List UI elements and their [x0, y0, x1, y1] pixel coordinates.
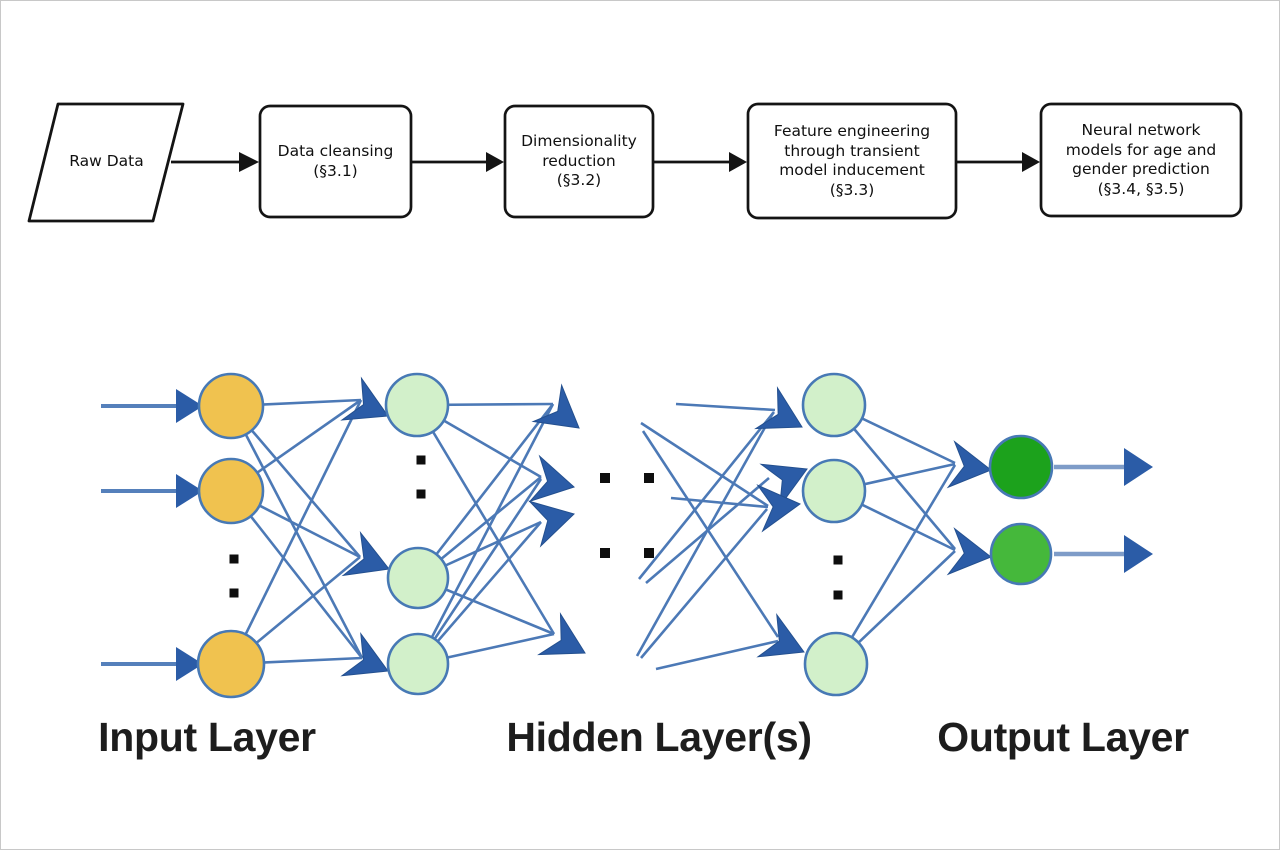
flow-shape-raw-data	[27, 102, 185, 223]
big-arrowhead-icon	[946, 527, 992, 576]
ellipsis-dot	[644, 548, 654, 558]
input-arrowhead-icon	[176, 389, 203, 423]
flow-shape-neural-network-models	[1039, 102, 1243, 218]
nn-edge	[416, 478, 543, 665]
flow-arrowhead-icon	[239, 152, 259, 172]
nn-edge	[640, 508, 768, 659]
big-arrowhead-icon	[759, 463, 808, 509]
nn-edge	[641, 430, 780, 638]
ellipsis-dot	[644, 473, 654, 483]
neuron-input-3	[196, 629, 266, 699]
neuron-hidden2-2	[801, 458, 867, 524]
nn-edge	[670, 496, 769, 509]
input-arrowhead-icon	[176, 647, 203, 681]
big-arrowhead-icon	[537, 612, 586, 656]
neuron-hidden2-1	[801, 372, 867, 438]
neuron-hidden1-3	[386, 632, 450, 696]
neuron-output-2	[989, 522, 1053, 586]
nn-edge	[655, 639, 779, 671]
nn-edge	[417, 521, 542, 665]
nn-edge	[675, 402, 776, 412]
ellipsis-dot	[416, 455, 426, 465]
ellipsis-dot	[229, 554, 239, 564]
nn-edge	[229, 490, 364, 659]
big-arrowhead-icon	[340, 376, 389, 421]
neuron-hidden1-1	[384, 372, 450, 438]
ellipsis-dot	[416, 489, 426, 499]
big-arrowhead-icon	[528, 454, 575, 503]
nn-edge	[637, 411, 776, 580]
nn-edge	[416, 403, 555, 665]
input-arrowhead-icon	[176, 474, 203, 508]
big-arrowhead-icon	[341, 530, 390, 577]
nn-edge	[416, 403, 555, 579]
flow-shape-feature-engineering	[746, 102, 958, 220]
big-arrowhead-icon	[756, 612, 805, 658]
nn-edge	[415, 404, 556, 635]
nn-edge	[635, 412, 775, 657]
flow-arrowhead-icon	[729, 152, 747, 172]
big-arrowhead-icon	[946, 440, 992, 489]
flow-arrowhead-icon	[1022, 152, 1040, 172]
big-arrowhead-icon	[531, 383, 580, 429]
flow-shape-data-cleansing	[258, 104, 413, 219]
flow-shape-dimensionality-reduction	[503, 104, 655, 219]
big-arrowhead-icon	[528, 500, 575, 548]
big-arrowhead-icon	[340, 631, 389, 677]
neuron-output-1	[988, 434, 1054, 500]
ellipsis-dot	[600, 548, 610, 558]
big-arrowhead-icon	[756, 484, 801, 533]
ellipsis-dot	[833, 590, 843, 600]
flow-arrowhead-icon	[486, 152, 504, 172]
neuron-hidden1-2	[386, 546, 450, 610]
output-arrowhead-icon	[1124, 448, 1153, 486]
ellipsis-dot	[229, 588, 239, 598]
nn-edge	[229, 399, 363, 665]
ellipsis-dot	[600, 473, 610, 483]
neuron-hidden2-3	[803, 631, 869, 697]
big-arrowhead-icon	[754, 386, 803, 430]
nn-edge	[834, 464, 957, 665]
neuron-input-2	[197, 457, 265, 525]
output-arrowhead-icon	[1124, 535, 1153, 573]
nn-edge	[640, 421, 769, 508]
ellipsis-dot	[833, 555, 843, 565]
neuron-input-1	[197, 372, 265, 440]
